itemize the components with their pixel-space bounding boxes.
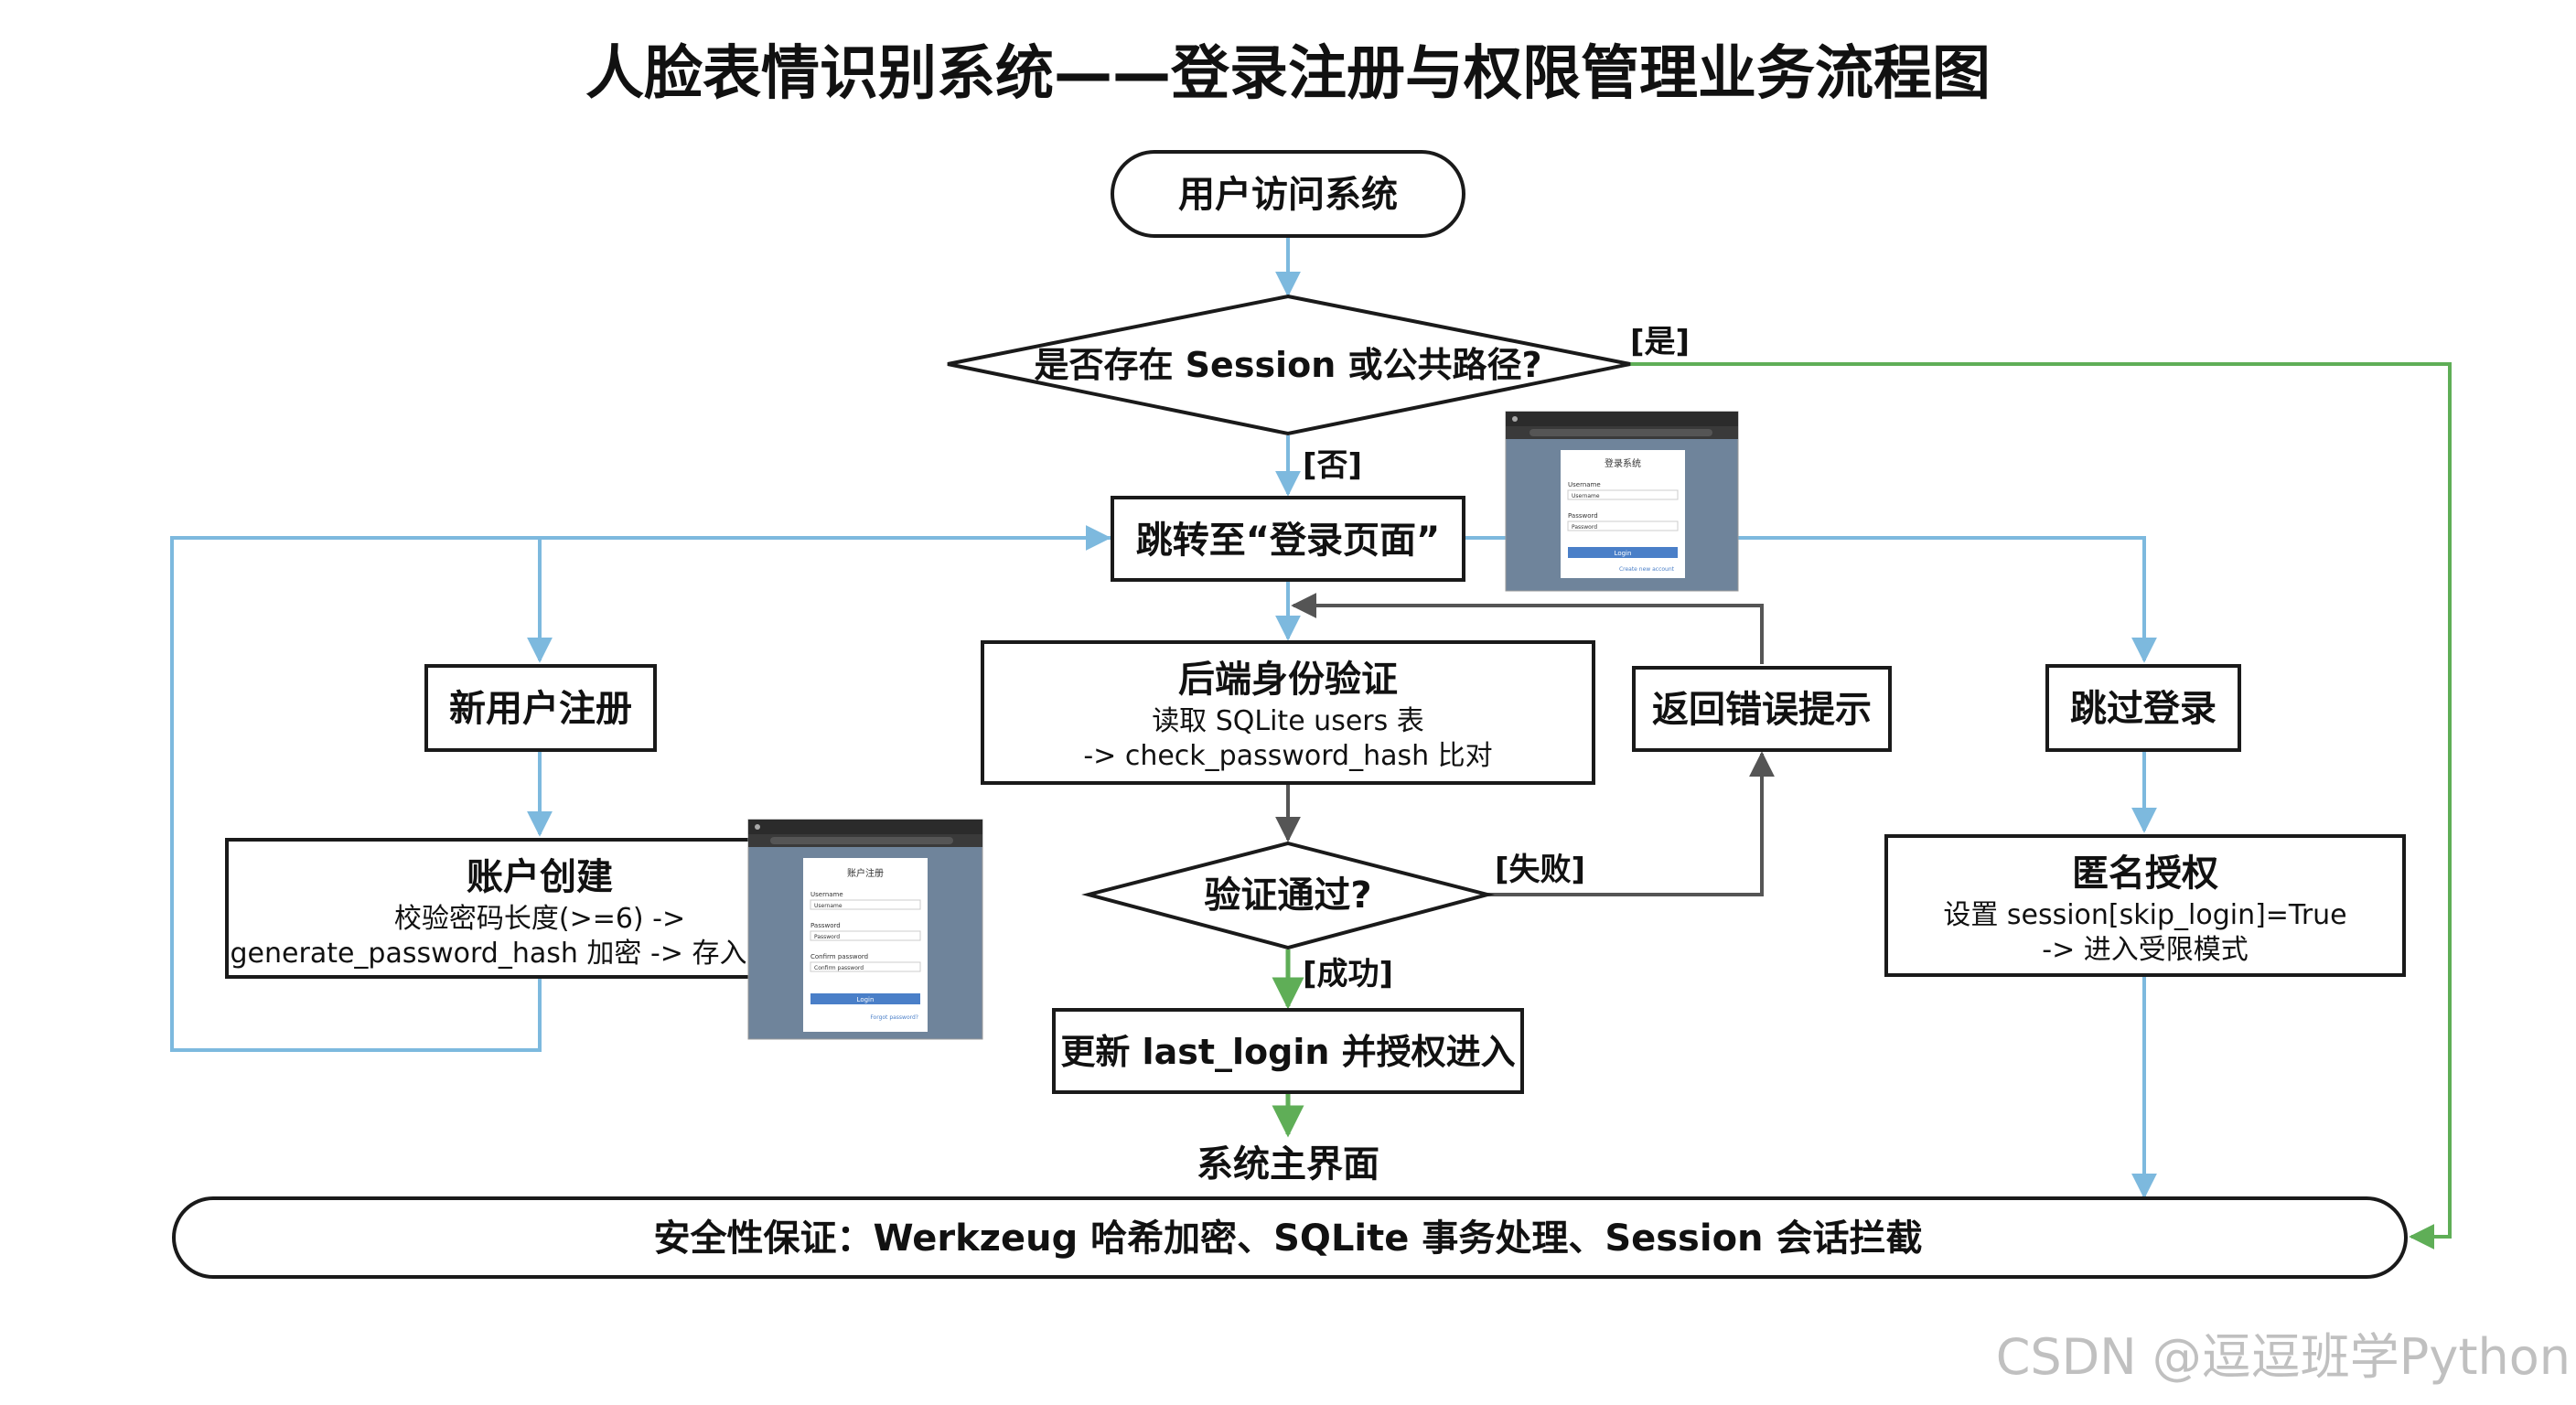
node-decision-verify: 验证通过? [1081,841,1495,950]
register-window-link: Forgot password? [870,1014,918,1021]
node-security: 安全性保证：Werkzeug 哈希加密、SQLite 事务处理、Session … [172,1196,2408,1279]
node-security-label: 安全性保证：Werkzeug 哈希加密、SQLite 事务处理、Session … [654,1217,1923,1260]
node-backend-auth-line1: 读取 SQLite users 表 [1152,705,1424,737]
node-login-page-label: 跳转至“登录页面” [1136,520,1441,562]
watermark-text: CSDN @逗逗班学Python [1995,1328,2571,1386]
login-window-heading: 登录系统 [1605,457,1641,469]
node-start-label: 用户访问系统 [1178,174,1398,216]
edge-create-back-to-login [170,525,1111,1052]
edge-decision-yes-to-security [1628,362,2452,1249]
node-anonymous: 匿名授权 设置 session[skip_login]=True -> 进入受限… [1884,834,2406,977]
node-start: 用户访问系统 [1111,150,1465,238]
register-window-username-placeholder: Username [814,903,843,909]
login-window-username-label: Username [1568,481,1601,488]
node-decision-session: 是否存在 Session 或公共路径? [947,294,1631,436]
node-decision-verify-label: 验证通过? [1204,874,1371,917]
register-window-username-label: Username [810,891,843,898]
node-error-tip: 返回错误提示 [1632,666,1892,752]
node-skip-login: 跳过登录 [2045,664,2241,752]
edge-label-yes: [是] [1630,324,1690,360]
node-decision-session-label: 是否存在 Session 或公共路径? [1034,345,1541,385]
register-window-heading: 账户注册 [847,867,884,879]
login-window-link: Create new account [1619,566,1675,573]
node-account-create-line1: 校验密码长度(>=6) -> [394,903,685,935]
login-window-button: Login [1615,550,1632,557]
node-account-create-title: 账户创建 [467,856,613,898]
node-register: 新用户注册 [424,664,657,752]
login-window-screenshot: 登录系统 Username Username Password Password… [1505,411,1739,592]
register-window-button: Login [857,996,875,1003]
window-dot-icon [1512,416,1518,422]
node-anonymous-title: 匿名授权 [2072,853,2218,895]
edge-label-fail: [失败] [1495,852,1585,888]
login-window-username-placeholder: Username [1572,493,1600,499]
edge-error-back-to-auth [1291,593,1764,664]
edge-label-success: [成功] [1303,956,1393,992]
node-skip-login-label: 跳过登录 [2070,688,2216,730]
node-account-create-line2: generate_password_hash 加密 -> 存入 [231,938,747,970]
node-error-tip-label: 返回错误提示 [1652,689,1872,731]
register-window-password-label: Password [810,922,841,929]
edge-label-no: [否] [1303,447,1362,484]
window-dot-icon [755,824,760,830]
node-anonymous-line1: 设置 session[skip_login]=True [1943,899,2346,931]
node-main-ui-label: 系统主界面 [1197,1143,1379,1185]
node-backend-auth-line2: -> check_password_hash 比对 [1083,740,1492,772]
edge-verify-fail-to-error [1487,751,1775,896]
node-login-page: 跳转至“登录页面” [1111,496,1465,582]
register-window-screenshot: 账户注册 Username Username Password Password… [747,819,983,1040]
node-register-label: 新用户注册 [449,688,632,730]
diagram-title: 人脸表情识别系统——登录注册与权限管理业务流程图 [585,40,1991,108]
node-update-login-label: 更新 last_login 并授权进入 [1060,1032,1515,1072]
node-backend-auth: 后端身份验证 读取 SQLite users 表 -> check_passwo… [981,640,1595,785]
register-window-confirm-placeholder: Confirm password [814,965,864,971]
node-backend-auth-title: 后端身份验证 [1178,659,1398,701]
node-update-login: 更新 last_login 并授权进入 [1052,1008,1524,1094]
register-window-confirm-label: Confirm password [810,953,868,960]
node-anonymous-line2: -> 进入受限模式 [2042,934,2249,966]
register-window-password-placeholder: Password [814,934,840,940]
login-window-password-placeholder: Password [1572,524,1597,531]
node-account-create: 账户创建 校验密码长度(>=6) -> generate_password_ha… [225,838,778,979]
login-window-password-label: Password [1568,512,1598,520]
